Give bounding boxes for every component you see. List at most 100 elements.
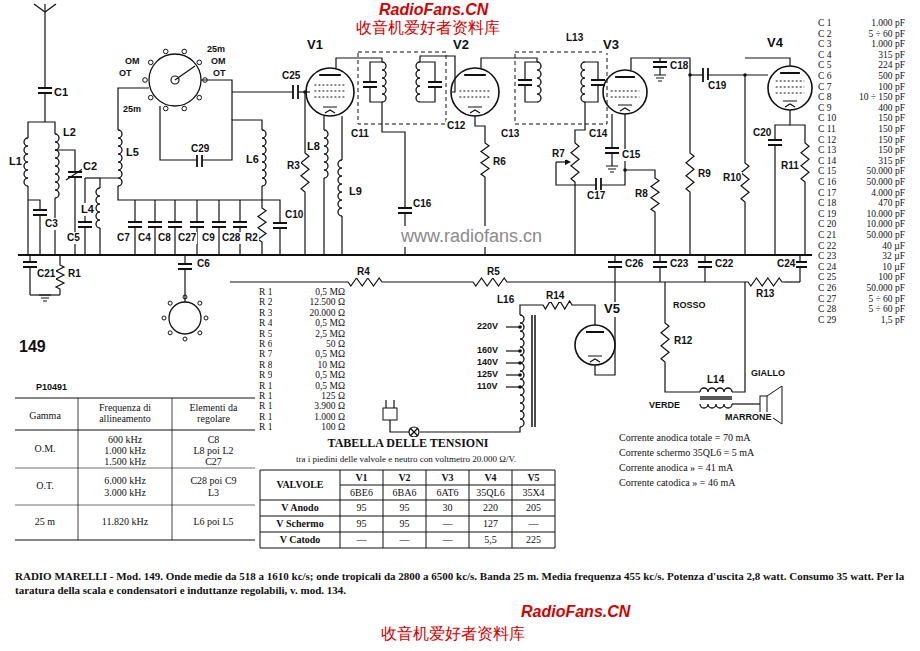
parts-list-value: 150 pF bbox=[850, 113, 905, 124]
capacitor-symbol bbox=[178, 264, 192, 269]
parts-list-value: 50.000 pF bbox=[850, 230, 905, 241]
wire bbox=[174, 200, 175, 222]
wire bbox=[383, 470, 384, 548]
wire bbox=[585, 85, 598, 102]
alignment-table-cell: C28 poi C9 bbox=[172, 475, 255, 486]
wire bbox=[382, 102, 405, 208]
current-note: Corrente anodica totale = 70 mA bbox=[618, 432, 751, 444]
component-label: L16 bbox=[496, 294, 515, 306]
wire bbox=[534, 315, 536, 427]
wire bbox=[785, 281, 800, 282]
parts-list-value: 1,5 pF bbox=[850, 315, 905, 326]
parts-list-value: 470 pF bbox=[850, 198, 905, 209]
voltage-table-cell: — bbox=[384, 534, 425, 546]
component-label: C28 bbox=[221, 232, 241, 244]
wire bbox=[631, 58, 690, 150]
parts-list-value: 5 ÷ 60 pF bbox=[850, 29, 905, 40]
selector-contact bbox=[198, 331, 202, 335]
alignment-table-cell: 11.820 kHz bbox=[78, 516, 172, 527]
junction-dot bbox=[623, 168, 627, 172]
junction-dot bbox=[518, 325, 522, 329]
junction-dot bbox=[303, 90, 307, 94]
wire bbox=[506, 326, 520, 327]
wire bbox=[239, 200, 240, 222]
voltage-table-cell: 220 bbox=[470, 502, 511, 514]
parts-list-value: 0,5 MΩ bbox=[272, 349, 345, 360]
wire bbox=[575, 102, 585, 140]
wire bbox=[510, 281, 745, 282]
pilot-lamp bbox=[409, 427, 419, 437]
component-label: L9 bbox=[348, 185, 363, 198]
parts-list-value: 10 ÷ 150 pF bbox=[850, 92, 905, 103]
parts-list-value: 100 pF bbox=[850, 272, 905, 283]
wire bbox=[59, 255, 60, 262]
parts-list-value: 12.500 Ω bbox=[272, 297, 345, 308]
wire bbox=[118, 186, 240, 200]
wire bbox=[410, 428, 418, 436]
component-label: R8 bbox=[634, 188, 649, 200]
tube-plate bbox=[464, 74, 486, 76]
wire bbox=[15, 397, 255, 398]
wire bbox=[218, 200, 219, 222]
ground-symbol bbox=[654, 75, 666, 81]
component-label: 160V bbox=[476, 345, 499, 355]
parts-list-value: 1.000 pF bbox=[850, 18, 905, 29]
wire bbox=[659, 255, 660, 262]
tube-cathode bbox=[618, 105, 632, 111]
wire bbox=[790, 110, 805, 140]
component-label: V2 bbox=[452, 38, 470, 53]
wire bbox=[506, 374, 520, 375]
capacitor-symbol bbox=[605, 148, 619, 153]
wire bbox=[506, 362, 520, 363]
wire bbox=[260, 470, 555, 471]
wire bbox=[775, 125, 790, 140]
capacitor-symbol bbox=[518, 80, 532, 85]
wire bbox=[659, 67, 660, 75]
wire bbox=[174, 227, 175, 255]
switch-contact bbox=[148, 95, 153, 100]
coil-symbol bbox=[537, 62, 541, 102]
parts-list-name: C 25 bbox=[817, 272, 837, 283]
component-label: L2 bbox=[62, 126, 77, 139]
component-label: R10 bbox=[722, 172, 742, 184]
capacitor-symbol bbox=[293, 85, 298, 99]
wire bbox=[44, 12, 45, 38]
tube-plate bbox=[780, 72, 800, 74]
alignment-table-cell: 600 kHz bbox=[78, 434, 172, 445]
capacitor-symbol bbox=[608, 262, 622, 267]
alignment-table-cell: L8 poi L2 bbox=[172, 445, 255, 456]
parts-list-value: 50.000 pF bbox=[850, 166, 905, 177]
wire bbox=[336, 58, 382, 68]
wire bbox=[574, 185, 575, 255]
component-label: VERDE bbox=[648, 400, 681, 410]
voltage-table-cell: 35X4 bbox=[513, 487, 554, 499]
wire bbox=[744, 75, 745, 160]
wire bbox=[261, 186, 262, 200]
component-label: C2 bbox=[82, 160, 98, 173]
shield-can bbox=[515, 52, 607, 124]
coil-symbol bbox=[520, 315, 524, 427]
parts-list-value: 2,5 MΩ bbox=[272, 329, 345, 340]
component-label: C19 bbox=[707, 80, 727, 92]
capacitor-symbol bbox=[23, 262, 37, 267]
component-label: R13 bbox=[755, 288, 775, 300]
parts-list-name: C 12 bbox=[817, 135, 837, 146]
component-label: R2 bbox=[244, 232, 259, 244]
parts-list-value: 0,5 MΩ bbox=[272, 318, 345, 329]
component-label: C15 bbox=[621, 149, 641, 161]
tube-grid bbox=[314, 97, 345, 98]
caption: RADIO MARELLI - Mod. 149. Onde medie da … bbox=[15, 570, 905, 598]
component-label: OT bbox=[118, 68, 133, 78]
voltage-table-cell: — bbox=[513, 518, 554, 530]
selector-contact bbox=[168, 331, 172, 335]
tube-plate bbox=[586, 331, 604, 333]
parts-list-name: C 19 bbox=[817, 209, 837, 220]
parts-list-value: 0,5 MΩ bbox=[272, 381, 345, 392]
component-label: C8 bbox=[157, 232, 172, 244]
alignment-table-cell: L3 bbox=[172, 487, 255, 498]
wire bbox=[184, 269, 185, 302]
component-label: L14 bbox=[706, 374, 725, 386]
tube-cathode bbox=[588, 356, 602, 362]
component-label: R9 bbox=[697, 168, 712, 180]
selector-contact bbox=[168, 301, 172, 305]
